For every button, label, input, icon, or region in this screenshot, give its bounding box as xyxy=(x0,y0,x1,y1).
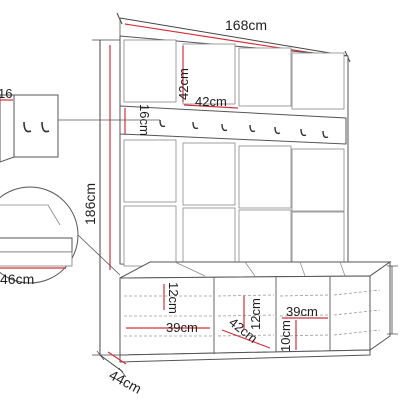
hook-detail-inset: 16 xyxy=(0,86,160,163)
hook-icon xyxy=(221,123,228,132)
panel xyxy=(291,211,345,271)
hook-icon xyxy=(249,124,256,133)
bench-depth-label: 46cm xyxy=(0,271,34,287)
panel-width-label: 42cm xyxy=(195,94,227,109)
panel-height-dimension: 42cm xyxy=(176,46,191,102)
panel-width-dimension: 42cm xyxy=(183,94,239,109)
hook-rail xyxy=(119,105,347,145)
panel xyxy=(238,209,292,271)
hook-icon xyxy=(274,126,281,135)
center-compartment-height-label: 12cm xyxy=(248,298,263,330)
hook-icon xyxy=(322,130,329,139)
right-compartment-width-label: 39cm xyxy=(286,304,318,319)
panel xyxy=(291,52,345,110)
panel xyxy=(238,47,292,107)
hook-icon xyxy=(23,121,32,133)
height-dimension: 186cm xyxy=(82,39,120,356)
wall-panels xyxy=(119,35,349,271)
hook-icon xyxy=(41,121,50,133)
panel xyxy=(238,145,292,209)
shelf-height-dimension: 12cm xyxy=(163,282,181,314)
detail-top-label: 16 xyxy=(0,86,12,101)
left-compartment-width-dimension: 39cm xyxy=(126,320,210,335)
right-compartment-height-dimension: 10cm xyxy=(278,320,297,352)
shoe-bench xyxy=(119,261,392,363)
left-compartment-width-label: 39cm xyxy=(166,320,198,335)
right-compartment-height-label: 10cm xyxy=(278,320,293,352)
hook-icon xyxy=(300,128,307,137)
panel xyxy=(123,139,177,203)
panel xyxy=(123,39,177,103)
center-compartment-height-dimension: 12cm xyxy=(243,296,263,330)
bench-detail-inset: 46cm xyxy=(0,186,121,287)
panel xyxy=(182,142,236,206)
total-width-label: 168cm xyxy=(225,17,267,33)
coat-hooks xyxy=(159,119,329,139)
shelf-height-label: 12cm xyxy=(166,282,181,314)
total-height-label: 186cm xyxy=(82,183,98,225)
panel xyxy=(291,148,345,212)
panel xyxy=(123,205,177,267)
hook-icon xyxy=(192,121,199,130)
depth-label: 44cm xyxy=(107,367,145,397)
right-compartment-width-dimension: 39cm xyxy=(282,304,328,319)
panel xyxy=(182,207,236,269)
panel-height-label: 42cm xyxy=(176,68,191,100)
bench-side-dimension xyxy=(387,265,398,335)
hook-icon xyxy=(159,119,166,128)
